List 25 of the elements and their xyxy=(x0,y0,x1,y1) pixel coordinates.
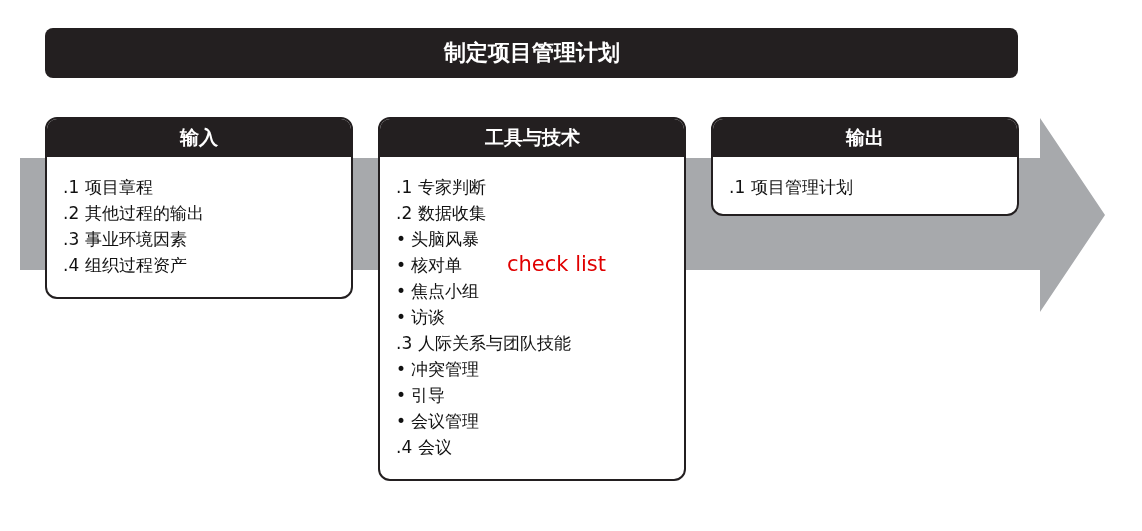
list-item: • 头脑风暴 xyxy=(396,228,480,250)
card-heading: 输入 xyxy=(47,119,351,157)
list-item: .1 项目章程 xyxy=(63,176,153,198)
list-item: • 冲突管理 xyxy=(396,358,480,380)
card-heading: 工具与技术 xyxy=(380,119,684,157)
list-item: • 焦点小组 xyxy=(396,280,480,302)
list-item: • 核对单 xyxy=(396,254,463,276)
list-item: • 访谈 xyxy=(396,306,446,328)
list-item: .1 专家判断 xyxy=(396,176,486,198)
annotation-text: check list xyxy=(507,252,606,276)
process-card xyxy=(711,117,1019,216)
list-item: .3 事业环境因素 xyxy=(63,228,187,250)
list-item: .2 数据收集 xyxy=(396,202,486,224)
list-item: .4 会议 xyxy=(396,436,452,458)
list-item: .2 其他过程的输出 xyxy=(63,202,204,224)
list-item: .4 组织过程资产 xyxy=(63,254,187,276)
process-card xyxy=(45,117,353,299)
card-heading: 输出 xyxy=(713,119,1017,157)
list-item: • 引导 xyxy=(396,384,446,406)
title-text: 制定项目管理计划 xyxy=(443,39,620,67)
list-item: .3 人际关系与团队技能 xyxy=(396,332,571,354)
title-bar xyxy=(45,28,1018,78)
list-item: • 会议管理 xyxy=(396,410,480,432)
process-card xyxy=(378,117,686,481)
list-item: .1 项目管理计划 xyxy=(729,176,853,198)
